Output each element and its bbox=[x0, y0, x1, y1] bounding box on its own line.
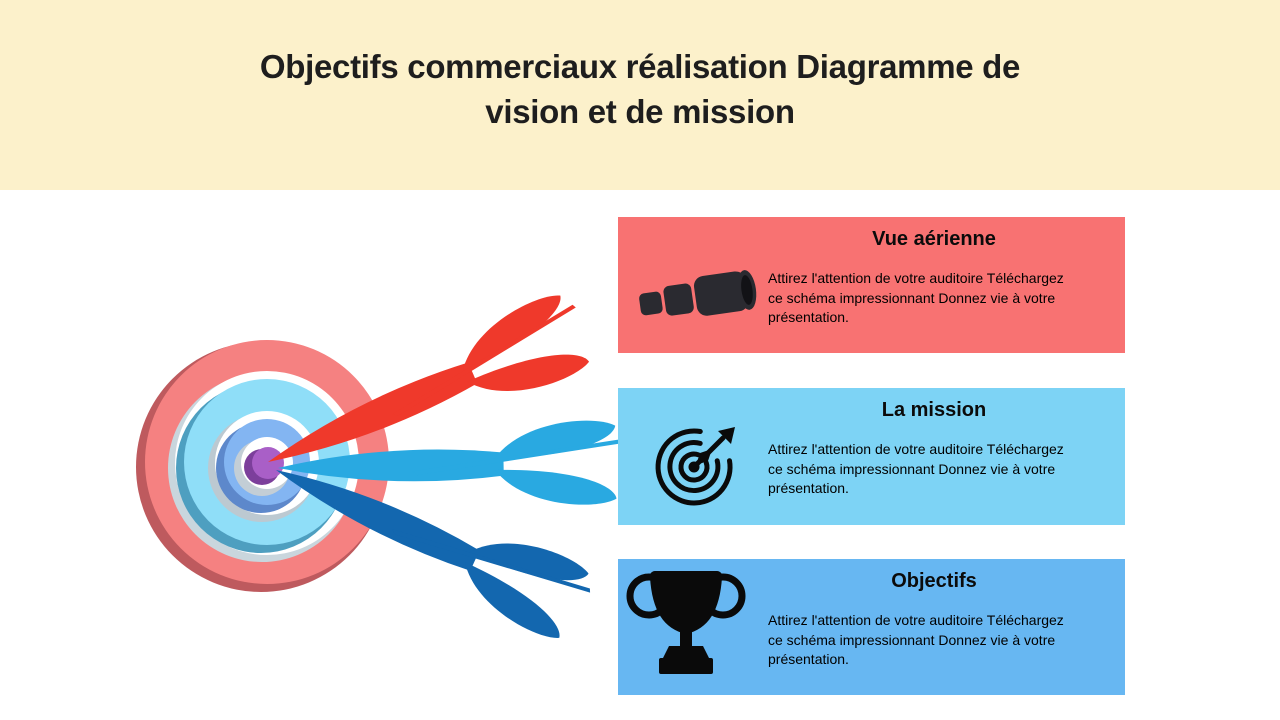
card-body-line: ce schéma impressionnant Donnez vie à vo… bbox=[768, 289, 1056, 306]
blue-dart bbox=[259, 432, 600, 647]
card-body-line: ce schéma impressionnant Donnez vie à vo… bbox=[768, 631, 1056, 648]
page-title-line-2: vision et de mission bbox=[485, 93, 795, 130]
card-body-line: présentation. bbox=[768, 480, 849, 496]
card-title: La mission bbox=[881, 399, 987, 421]
card-la-mission: La mission Attirez l'attention de votre … bbox=[618, 388, 1125, 525]
card-title: Vue aérienne bbox=[872, 228, 996, 250]
header-banner: Objectifs commerciaux réalisation Diagra… bbox=[0, 0, 1280, 190]
card-body-line: présentation. bbox=[768, 651, 849, 667]
card-title: Objectifs bbox=[891, 570, 977, 592]
card-body-line: Attirez l'attention de votre auditoire T… bbox=[768, 441, 1064, 457]
card-body: Attirez l'attention de votre auditoire T… bbox=[618, 611, 1125, 670]
card-objectifs: Objectifs Attirez l'attention de votre a… bbox=[618, 559, 1125, 695]
card-body-line: ce schéma impressionnant Donnez vie à vo… bbox=[768, 460, 1056, 477]
card-body-line: Attirez l'attention de votre auditoire T… bbox=[768, 270, 1064, 286]
cyan-dart bbox=[277, 419, 627, 510]
card-body-line: présentation. bbox=[768, 309, 849, 325]
card-body: Attirez l'attention de votre auditoire T… bbox=[618, 440, 1125, 499]
red-dart bbox=[251, 286, 600, 501]
card-body-line: Attirez l'attention de votre auditoire T… bbox=[768, 612, 1064, 628]
page-title: Objectifs commerciaux réalisation Diagra… bbox=[0, 44, 1280, 134]
card-vue-aerienne: Vue aérienne Attirez l'attention de votr… bbox=[618, 217, 1125, 353]
page-title-line-1: Objectifs commerciaux réalisation Diagra… bbox=[259, 48, 1021, 85]
card-body: Attirez l'attention de votre auditoire T… bbox=[618, 269, 1125, 328]
dartboard bbox=[136, 340, 389, 592]
